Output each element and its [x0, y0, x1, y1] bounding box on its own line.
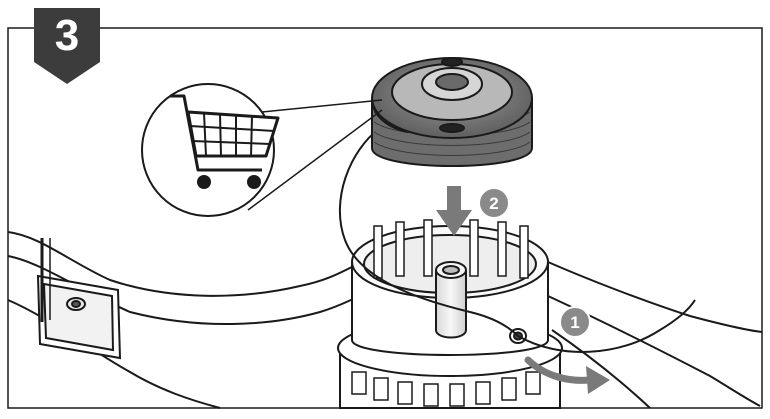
- step-badge: [34, 8, 100, 84]
- callout-2-number: 2: [489, 194, 498, 213]
- replacement-spool: [371, 57, 533, 167]
- callout-2: 2: [478, 187, 510, 219]
- side-bracket: [36, 238, 122, 360]
- callout-1: 1: [559, 306, 591, 338]
- arrow-insert: [436, 186, 472, 236]
- spool-holder: [337, 219, 563, 409]
- shopping-cart-icon: [170, 94, 280, 189]
- cutting-line: [338, 127, 696, 353]
- arrow-remove: [524, 356, 610, 394]
- callout-1-number: 1: [570, 313, 579, 332]
